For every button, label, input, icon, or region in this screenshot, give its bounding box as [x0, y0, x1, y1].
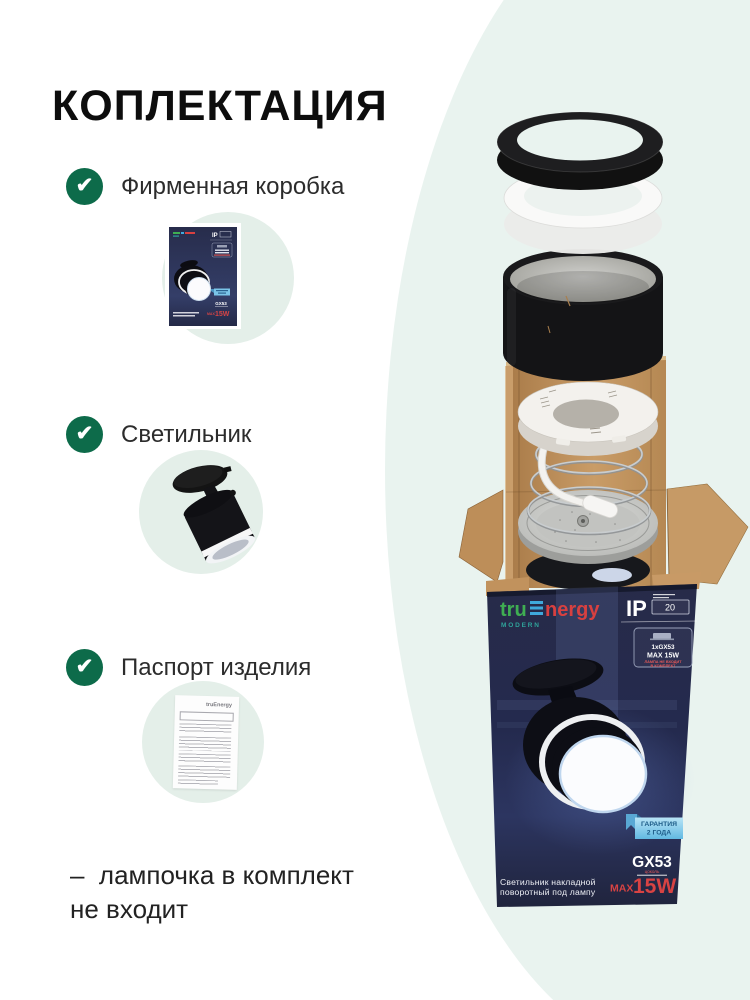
checklist-row-passport: ✔ Паспорт изделия — [66, 649, 311, 686]
thumb-circle-fixture — [139, 450, 263, 574]
checklist-row-fixture: ✔ Светильник — [66, 416, 251, 453]
passport-thumbnail: truEnergy — [172, 695, 240, 790]
page-title: КОПЛЕКТАЦИЯ — [52, 82, 388, 130]
checklist-label: Паспорт изделия — [121, 653, 312, 681]
checklist-row-box: ✔ Фирменная коробка — [66, 168, 344, 205]
box-thumbnail-art: IP GX53 MAX 15W — [169, 227, 237, 326]
mini-ip: IP — [212, 233, 218, 239]
mini-max: MAX — [207, 312, 215, 316]
checklist-label: Светильник — [121, 420, 252, 448]
mini-power: 15W — [215, 311, 230, 318]
doc-brand-logo: truEnergy — [205, 701, 233, 709]
box-thumbnail: IP GX53 MAX 15W — [165, 223, 241, 329]
mini-fixture-art — [174, 260, 211, 301]
mini-socket: GX53 — [215, 301, 227, 306]
checklist-label: Фирменная коробка — [121, 172, 345, 200]
mint-background-blob — [385, 0, 750, 1000]
check-icon: ✔ — [66, 416, 103, 453]
doc-title-box — [179, 711, 234, 722]
check-icon: ✔ — [66, 649, 103, 686]
check-icon: ✔ — [66, 168, 103, 205]
